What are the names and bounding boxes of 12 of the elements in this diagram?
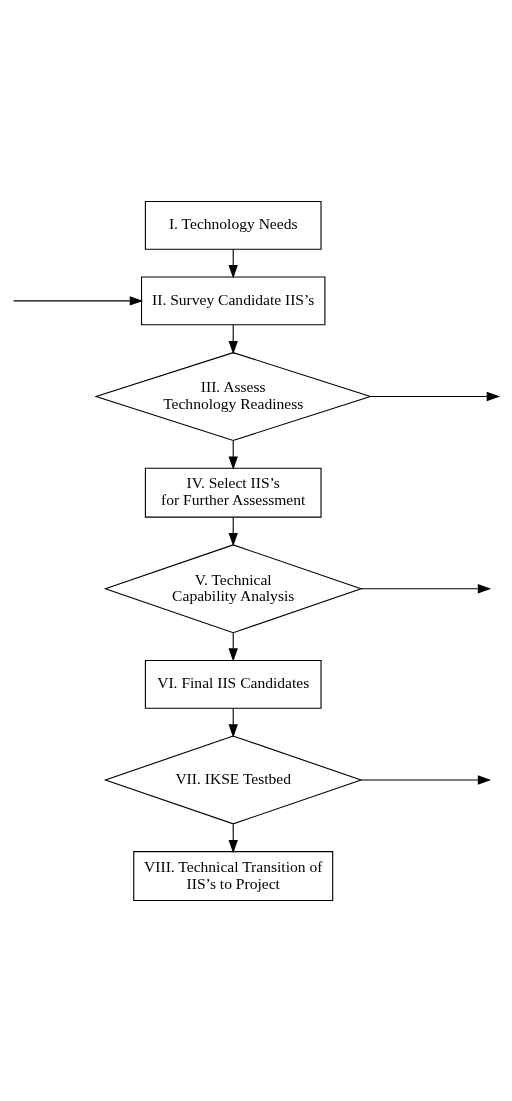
node-box: VI. Final IIS Candidates [144, 659, 322, 709]
node-diamond: V. Technical Capability Analysis [103, 543, 363, 633]
node-diamond: VII. IKSE Testbed [103, 734, 363, 824]
node-box: I. Technology Needs [144, 200, 322, 250]
arrow [370, 391, 501, 401]
arrow [360, 583, 492, 593]
arrow [13, 295, 144, 306]
node-box: VIII. Technical Transition of IIS’s to Project [133, 850, 334, 901]
arrow [360, 774, 492, 785]
node-diamond: III. Assess Technology Readiness [94, 351, 373, 441]
node-box: IV. Select IIS’s for Further Assessment [144, 467, 322, 518]
node-box: II. Survey Candidate IIS’s [140, 275, 326, 325]
